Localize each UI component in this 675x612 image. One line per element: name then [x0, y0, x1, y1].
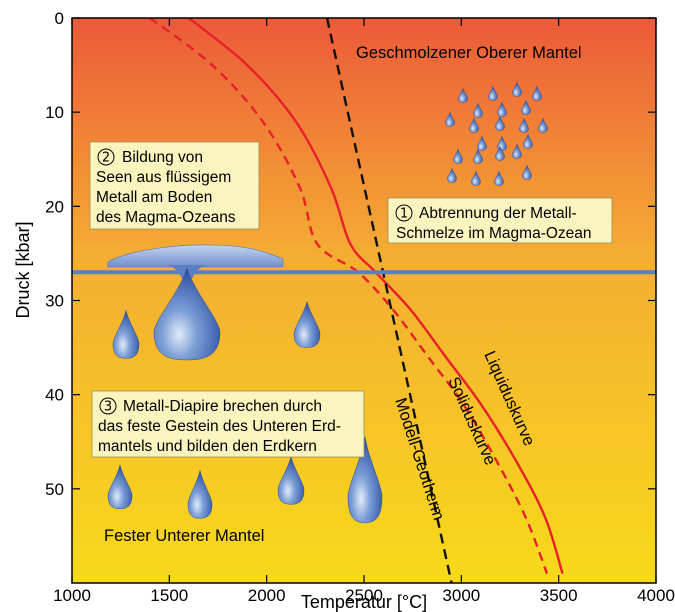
- info-box-1: 1 Abtrennung der Metall- Schmelze im Mag…: [387, 197, 613, 244]
- info-box-3-line-1: Metall-Diapire brechen durch: [123, 398, 322, 415]
- upper-mantle-label: Geschmolzener Oberer Mantel: [356, 44, 582, 62]
- small-metal-drop: [453, 149, 463, 164]
- metal-drop: [293, 301, 321, 348]
- metal-drop: [112, 310, 140, 359]
- small-metal-drop: [519, 118, 529, 133]
- x-tick-label: 4000: [637, 586, 675, 605]
- info-box-3: 3 Metall-Diapire brechen durch das feste…: [91, 390, 365, 458]
- lower-mantle-label: Fester Unterer Mantel: [104, 527, 264, 545]
- y-tick-label: 20: [45, 197, 64, 216]
- x-tick-label: 2000: [248, 586, 286, 605]
- x-tick-label: 1500: [150, 586, 188, 605]
- metal-drop: [187, 470, 213, 519]
- small-metal-drop: [495, 116, 505, 131]
- y-axis-title: Druck [kbar]: [13, 221, 33, 318]
- small-metal-drop: [512, 144, 522, 159]
- small-metal-drop: [469, 118, 479, 133]
- liquidus-curve: [188, 18, 564, 574]
- x-axis-title: Temperatur [°C]: [301, 592, 427, 612]
- plot-frame: [71, 17, 657, 584]
- axis-ticks: 1000 1500 2000 2500 3000 3500 4000 0 10 20 30 40 50: [45, 9, 675, 605]
- info-box-3-number: 3: [104, 400, 112, 415]
- info-box-2-line-3: Metall am Boden: [96, 189, 212, 206]
- info-box-2-line-1: Bildung von: [122, 149, 203, 166]
- small-metal-drop: [458, 88, 468, 103]
- metal-drop: [107, 464, 133, 509]
- small-metal-drop: [473, 149, 483, 164]
- metal-drop: [347, 436, 383, 523]
- metal-drops: [107, 82, 548, 523]
- small-metal-drop: [471, 171, 481, 186]
- geotherm-line: [325, 18, 453, 583]
- info-box-2-number: 2: [102, 151, 110, 166]
- small-metal-drop: [497, 102, 507, 117]
- y-tick-label: 50: [45, 480, 64, 499]
- curves: [72, 18, 656, 583]
- info-box-2: 2 Bildung von Seen aus flüssigem Metall …: [89, 141, 260, 230]
- y-tick-label: 10: [45, 103, 64, 122]
- small-metal-drop: [473, 103, 483, 118]
- small-metal-drop: [538, 118, 548, 133]
- small-metal-drop: [495, 146, 505, 161]
- small-metal-drop: [521, 100, 531, 115]
- metal-drop: [277, 456, 305, 505]
- solidus-curve: [149, 18, 549, 575]
- info-box-1-number: 1: [400, 207, 408, 222]
- small-metal-drop: [445, 112, 455, 127]
- small-metal-drop: [532, 86, 542, 101]
- x-tick-label: 3500: [540, 586, 578, 605]
- y-tick-label: 30: [45, 292, 64, 311]
- small-metal-drop: [447, 168, 457, 183]
- y-tick-label: 40: [45, 386, 64, 405]
- x-tick-label: 2500: [345, 586, 383, 605]
- small-metal-drop: [523, 134, 533, 149]
- small-metal-drop: [522, 165, 532, 180]
- small-metal-drop: [494, 171, 504, 186]
- small-metal-drop: [512, 82, 522, 97]
- info-box-2-line-2: Seen aus flüssigem: [96, 169, 231, 186]
- x-tick-label: 1000: [53, 586, 91, 605]
- metal-drop-large: [153, 267, 221, 361]
- x-tick-label: 3000: [442, 586, 480, 605]
- small-metal-drop: [477, 136, 487, 151]
- info-box-2-line-4: des Magma-Ozeans: [96, 209, 236, 226]
- small-metal-drop: [488, 86, 498, 101]
- info-box-1-line-1: Abtrennung der Metall-: [419, 205, 577, 222]
- info-box-3-line-2: das feste Gestein des Unteren Erd-: [98, 418, 341, 435]
- info-box-3-line-3: mantels und bilden den Erdkern: [98, 438, 317, 455]
- info-box-1-line-2: Schmelze im Magma-Ozean: [396, 225, 592, 242]
- y-tick-label: 0: [55, 9, 64, 28]
